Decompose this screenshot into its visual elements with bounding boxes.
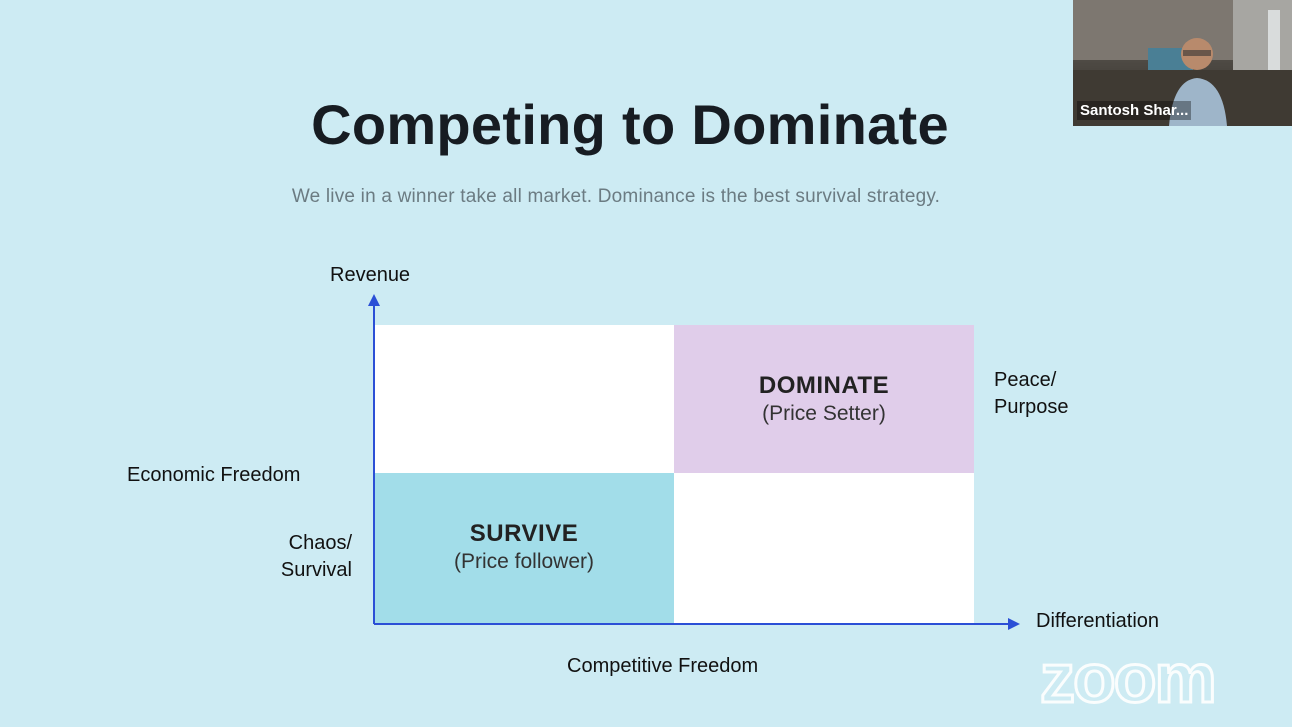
x-axis-arrow-icon [1008,618,1020,630]
zoom-logo: zoom [1040,640,1260,720]
participant-name: Santosh Shar... [1077,101,1191,120]
y-axis-arrow-icon [368,294,380,306]
zoom-logo-text: zoom [1040,640,1215,717]
participant-video-tile[interactable]: Santosh Shar... [1073,0,1292,126]
